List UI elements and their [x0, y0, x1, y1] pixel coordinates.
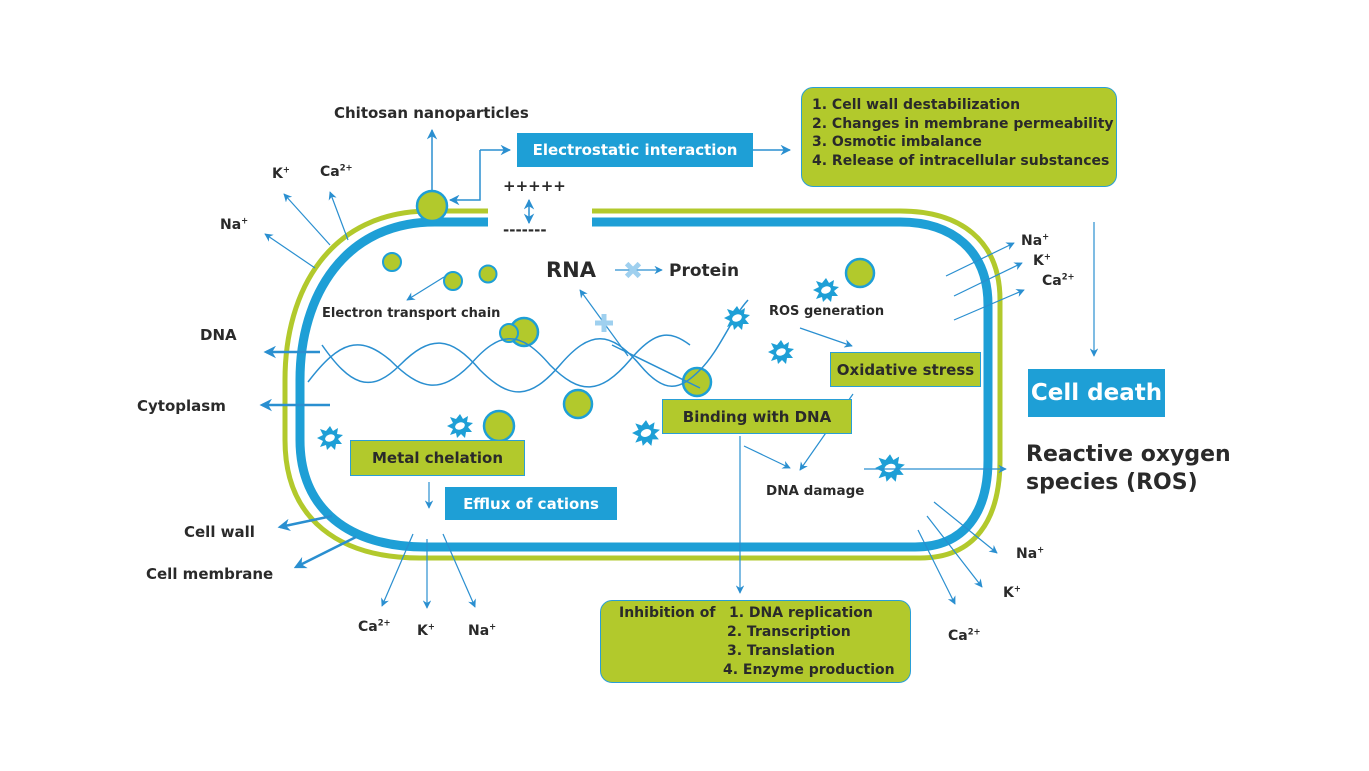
inhibition-box: Inhibition of 1. DNA replication 2. Tran…: [600, 600, 911, 683]
ion-na-bottom-right: Na+: [1016, 544, 1045, 562]
membrane-effects-box: 1. Cell wall destabilization 2. Changes …: [801, 87, 1117, 187]
chitosan-label: Chitosan nanoparticles: [334, 104, 529, 122]
ros-icon: [768, 340, 794, 364]
ion-na-bottom: Na+: [468, 621, 497, 639]
dna-strand-2: [321, 299, 749, 393]
ros-icon: [317, 426, 343, 450]
block-plus-icon: [595, 314, 613, 332]
ion-k-bottom-right: K+: [1003, 583, 1021, 601]
ion-ca-bottom: Ca2+: [358, 617, 391, 635]
binding-dna-box: Binding with DNA: [662, 399, 852, 434]
ion-ca-top-right: Ca2+: [1042, 271, 1075, 289]
ros-title-line2: species (ROS): [1026, 470, 1198, 495]
ion-ca-top-left: Ca2+: [320, 162, 353, 180]
ion-k-top-left: K+: [272, 164, 290, 182]
minus-charges: -------: [503, 221, 547, 239]
ros-icon: [813, 278, 839, 302]
cell-wall-label: Cell wall: [184, 523, 255, 541]
ros-icon: [875, 454, 905, 482]
ros-title-line1: Reactive oxygen: [1026, 442, 1231, 467]
cell-membrane-label: Cell membrane: [146, 565, 274, 583]
ion-k-top-right: K+: [1033, 251, 1051, 269]
cytoplasm-label: Cytoplasm: [137, 397, 226, 415]
effect-item: 1. Cell wall destabilization: [812, 97, 1021, 113]
effect-item: 2. Changes in membrane permeability: [812, 115, 1114, 132]
ion-ca-bottom-right: Ca2+: [948, 626, 981, 644]
ros-icon: [632, 420, 660, 446]
metal-chelation-box: Metal chelation: [350, 440, 525, 476]
rna-label: RNA: [546, 258, 596, 282]
dna-label: DNA: [200, 326, 237, 344]
electrostatic-interaction-box: Electrostatic interaction: [517, 133, 753, 167]
etc-label: Electron transport chain: [322, 306, 501, 321]
cell-membrane-outline: [295, 217, 993, 552]
plus-charges: +++++: [503, 177, 566, 195]
effect-item: 3. Osmotic imbalance: [812, 134, 982, 150]
ros-icon: [447, 414, 473, 438]
oxidative-stress-box: Oxidative stress: [830, 352, 981, 387]
inhibition-prefix: Inhibition of: [619, 605, 716, 621]
ion-k-bottom: K+: [417, 621, 435, 639]
effect-item: 4. Release of intracellular substances: [812, 152, 1110, 169]
efflux-cations-box: Efflux of cations: [445, 487, 617, 520]
inhibition-item: 2. Transcription: [727, 624, 851, 640]
ion-na-top-left: Na+: [220, 215, 249, 233]
ros-icon: [724, 306, 750, 330]
dna-strand-1: [307, 334, 691, 388]
cell-wall-outline: [282, 208, 1003, 561]
cell-death-box: Cell death: [1028, 369, 1165, 417]
dna-damage-label: DNA damage: [766, 483, 865, 499]
protein-label: Protein: [669, 261, 740, 281]
chitosan-particle-membrane: [415, 189, 449, 223]
ion-na-top-right: Na+: [1021, 231, 1050, 249]
inhibition-item: 1. DNA replication: [729, 605, 873, 621]
ros-generation-label: ROS generation: [769, 304, 885, 319]
inhibition-item: 4. Enzyme production: [723, 662, 895, 678]
block-x-icon: [624, 261, 642, 279]
inhibition-item: 3. Translation: [727, 643, 835, 659]
